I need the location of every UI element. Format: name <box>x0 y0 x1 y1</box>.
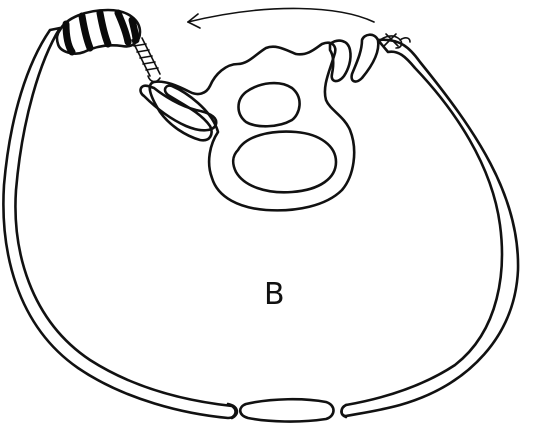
bottom-center-segment <box>240 399 333 421</box>
right-transverse-process <box>330 41 351 81</box>
diagram-label: B <box>264 277 285 312</box>
vertebral-body-ring <box>233 132 336 193</box>
hatched-clamp <box>57 10 140 54</box>
spring-coil <box>132 38 160 82</box>
right-rib-band <box>342 40 519 416</box>
left-rib-band <box>3 28 235 418</box>
right-attachment-strip <box>352 35 379 82</box>
spinal-canal-opening <box>239 83 300 126</box>
rotation-arrow <box>188 8 374 28</box>
